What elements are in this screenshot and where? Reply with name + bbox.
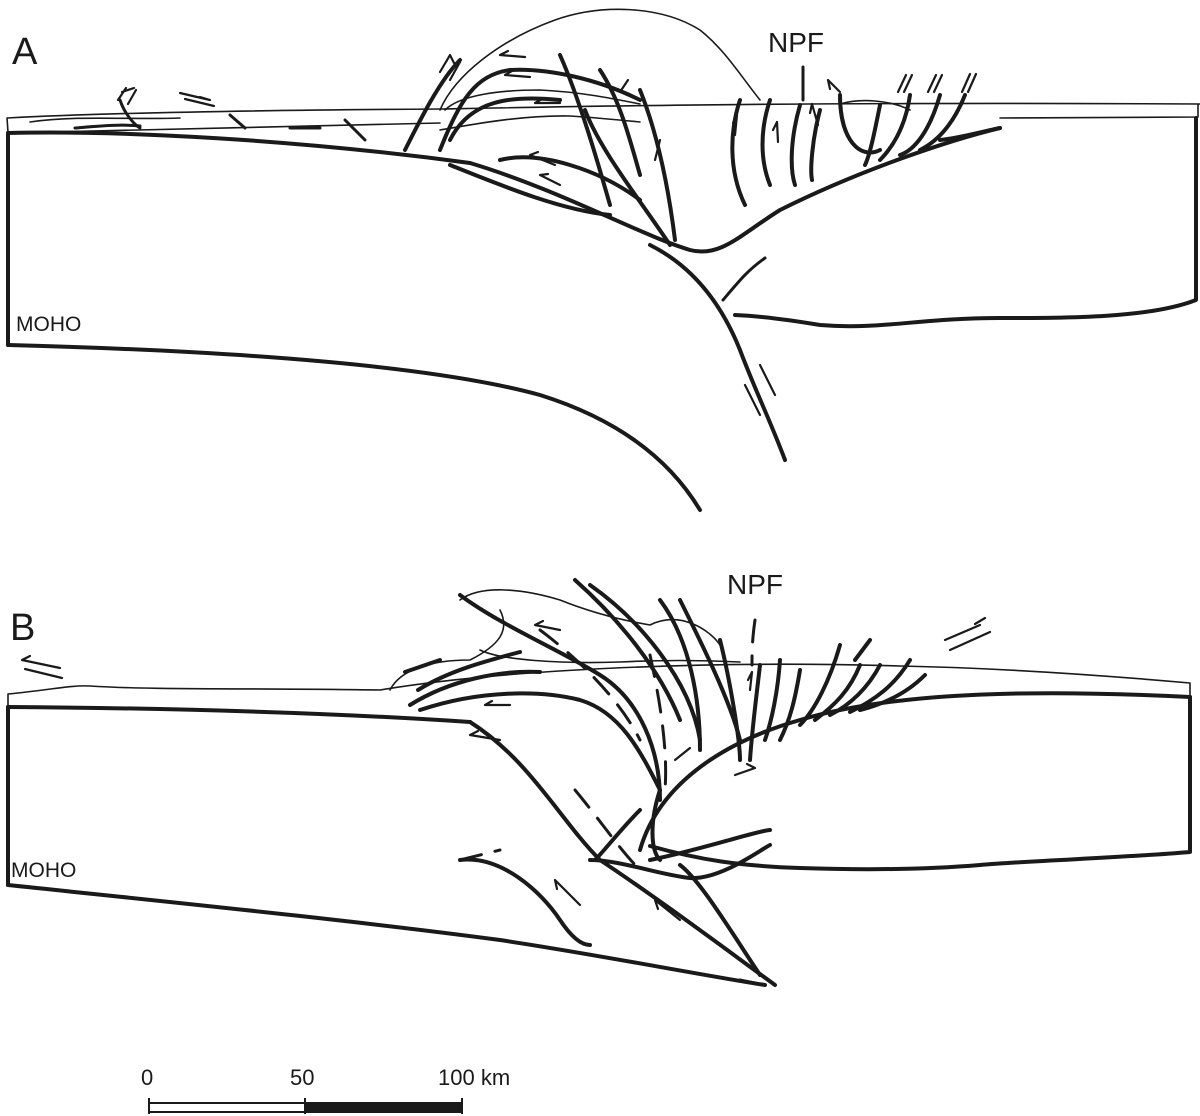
- panel-a-crust-outline: [6, 102, 1200, 512]
- panel-a-npf-label: NPF: [768, 27, 824, 58]
- panel-a-slip-arrows: [116, 49, 978, 417]
- scale-tick-50-label: 50: [290, 1065, 314, 1090]
- panel-b-npf-label: NPF: [727, 569, 783, 600]
- scale-bar: 0 50 100 km: [141, 1065, 510, 1114]
- panel-b-moho-label: MOHO: [11, 859, 76, 882]
- scale-bar-black-segment: [304, 1102, 463, 1113]
- panel-a: A NPF MOHO: [6, 8, 1200, 512]
- panel-a-faults: [73, 53, 1002, 247]
- panel-a-moho-label: MOHO: [16, 313, 81, 336]
- panel-b-crust-outline: [6, 663, 1192, 987]
- scale-tick-100-label: 100 km: [438, 1065, 510, 1090]
- panel-b-slip-arrows: [20, 616, 992, 922]
- scale-bar-white-segment: [148, 1102, 306, 1113]
- panel-a-label: A: [12, 31, 38, 73]
- scale-tick-0-label: 0: [141, 1065, 153, 1090]
- panel-b: B NPF MOHO: [6, 569, 1192, 987]
- panel-b-label: B: [10, 607, 35, 649]
- panel-b-faults: [403, 578, 927, 977]
